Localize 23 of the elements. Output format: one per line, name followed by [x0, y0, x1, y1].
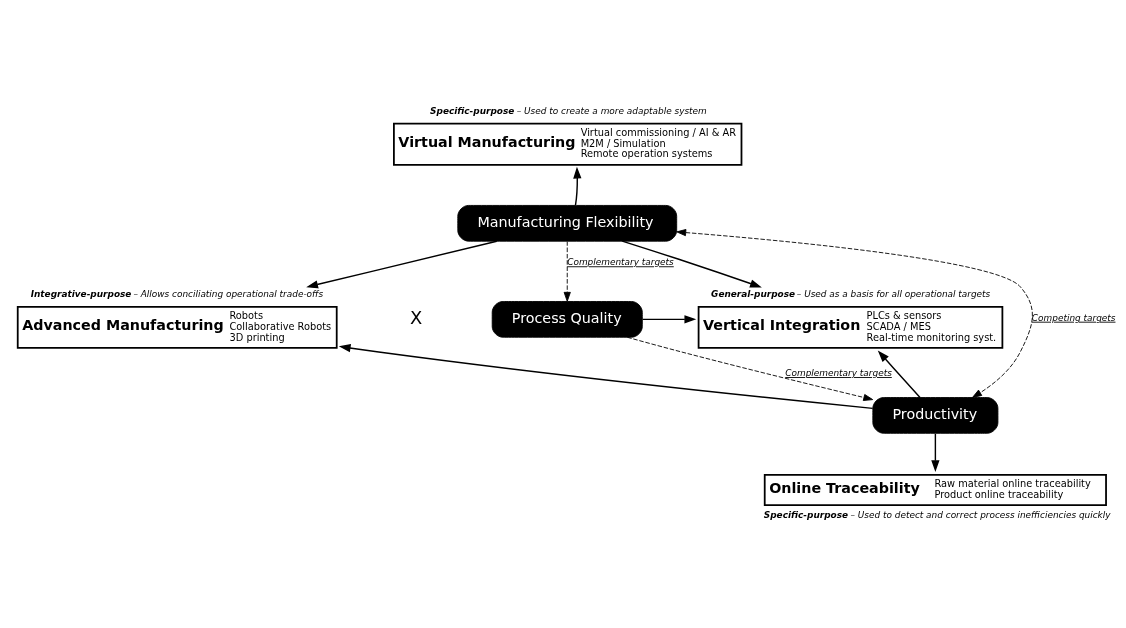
- edge-label: Complementary targets: [785, 368, 892, 379]
- node-label: Specific-purpose – Used to create a more adaptable system: [430, 105, 707, 116]
- arrow: [676, 229, 1033, 398]
- node-label: Integrative-purpose – Allows conciliating operational trade-offs: [30, 289, 324, 300]
- node-box: Online Traceability Raw material online traceability Product online traceability: [763, 473, 1107, 507]
- node-box: Process Quality: [491, 301, 643, 338]
- node-label: General-purpose – Used as a basis for all operational targets: [711, 289, 991, 300]
- arrow: [563, 241, 571, 302]
- edge-label: Competing targets: [1031, 312, 1116, 323]
- node-box: Virtual Manufacturing Virtual commissioning / AI & AR M2M / Simulation Remote operation systems: [393, 122, 743, 166]
- node-box: Manufacturing Flexibility: [457, 205, 678, 242]
- node-label: Specific-purpose – Used to detect and correct process inefficiencies quickly: [763, 509, 1111, 520]
- arrow: [931, 432, 940, 472]
- label: X: [410, 306, 423, 328]
- arrow: [621, 240, 762, 288]
- arrow: [877, 350, 921, 399]
- node-box: Productivity: [872, 397, 999, 434]
- arrow: [626, 336, 874, 401]
- arrow: [338, 343, 874, 410]
- arrow: [641, 315, 697, 324]
- edge-label: Complementary targets: [567, 257, 674, 268]
- arrow: [306, 240, 498, 289]
- arrow: [573, 166, 582, 206]
